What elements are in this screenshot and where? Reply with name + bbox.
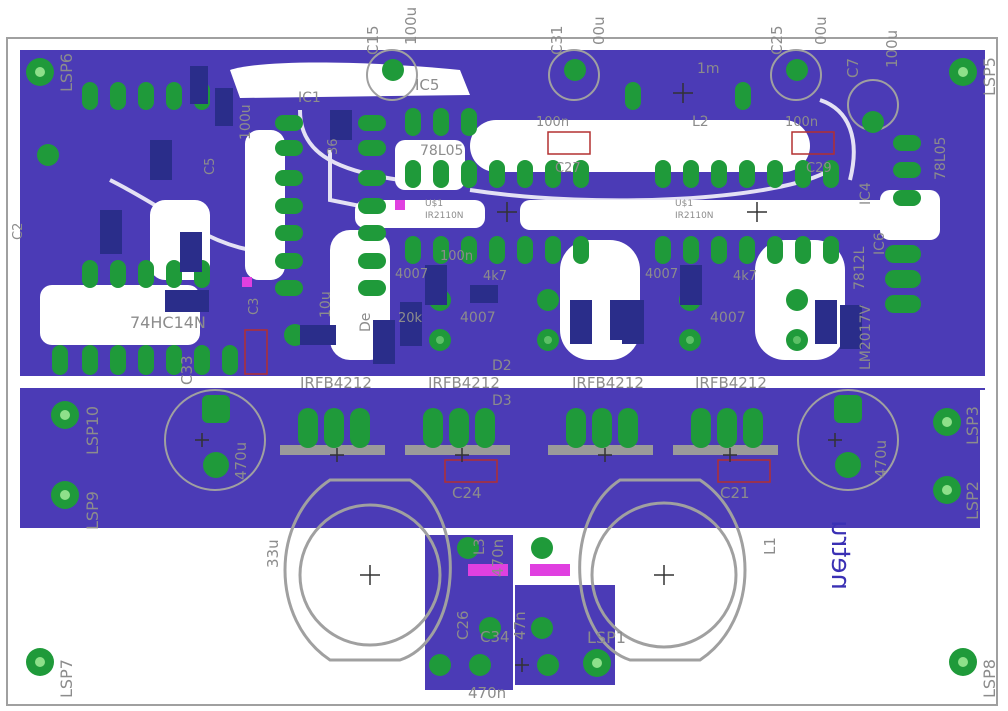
label-78l05-right: 78L05: [933, 137, 949, 180]
label-100n-top: 100n: [440, 249, 473, 264]
label-470n: 470n: [489, 539, 507, 577]
label-l2: L2: [692, 114, 709, 130]
label-diode-4: 4007: [395, 267, 428, 282]
pad-highlights: [436, 336, 801, 344]
label-d3: D3: [492, 393, 512, 409]
polarity-markers: [195, 433, 842, 672]
label-33u: 33u: [264, 539, 282, 568]
author-mark: netru: [825, 520, 855, 590]
label-74hc14n: 74HC14N: [130, 313, 206, 332]
label-c21: C21: [720, 484, 750, 502]
red-outline-boxes: [244, 131, 835, 483]
speaker-label-lsp9: LSP9: [83, 491, 102, 530]
label-u2: U$1: [675, 199, 693, 209]
label-lm2017v: LM2017V: [858, 304, 874, 370]
label-470n-bottom: 470n: [468, 684, 506, 702]
speaker-label-lsp8: LSP8: [980, 659, 999, 698]
label-ic1: IC1: [298, 90, 321, 106]
label-u1-part: IR2110N: [425, 211, 464, 221]
label-1m: 1m: [697, 61, 720, 77]
label-c31-val: 00u: [590, 16, 608, 45]
label-c33: C33: [178, 355, 196, 385]
transistor-bodies: [280, 445, 778, 455]
label-c26: C26: [454, 610, 472, 640]
speaker-label-lsp6: LSP6: [57, 53, 76, 92]
inductors: [283, 478, 747, 662]
label-l3: L3: [472, 538, 488, 555]
center-crosshairs: [360, 83, 767, 585]
label-u1: U$1: [425, 199, 443, 209]
transistor-pads: [298, 408, 763, 448]
label-c29: C29: [806, 161, 832, 176]
label-100n-a: 100n: [536, 115, 569, 130]
speaker-label-lsp5: LSP5: [980, 57, 999, 96]
label-c7-val: 100u: [883, 30, 901, 68]
label-c15: C15: [364, 25, 382, 55]
label-ic5: IC5: [415, 76, 439, 94]
speaker-pads: [26, 58, 977, 677]
label-c27: C27: [555, 161, 581, 176]
label-4k7-b: 4k7: [733, 269, 757, 284]
label-100u: 100u: [238, 104, 254, 140]
speaker-label-lsp3: LSP3: [963, 406, 982, 445]
speaker-label-lsp2: LSP2: [963, 481, 982, 520]
label-diode-3: 4007: [645, 267, 678, 282]
speaker-label-lsp7: LSP7: [57, 659, 76, 698]
label-de: De: [358, 313, 374, 332]
cap-pads: [37, 59, 884, 676]
smd-components: [100, 66, 862, 364]
transistor-label-1: IRFB4212: [300, 374, 372, 392]
label-c31: C31: [548, 25, 566, 55]
label-cap-right-val: 470u: [872, 440, 890, 478]
speaker-label-lsp1: LSP1: [587, 628, 626, 647]
label-d2: D2: [492, 358, 512, 374]
vias: [242, 200, 570, 576]
label-20k: 20k: [398, 311, 423, 326]
label-c34: C34: [480, 628, 510, 646]
label-c3: C3: [247, 298, 262, 315]
label-diode-1: 4007: [460, 310, 496, 326]
ic-pads: [52, 82, 921, 375]
label-ic4: IC4: [858, 182, 874, 205]
label-c24: C24: [452, 484, 482, 502]
label-36: 36: [326, 138, 341, 155]
transistor-label-2: IRFB4212: [428, 374, 500, 392]
label-c2: C2: [11, 223, 26, 240]
label-l1: L1: [761, 537, 779, 555]
label-u2-part: IR2110N: [675, 211, 714, 221]
label-10u: 10u: [318, 291, 334, 318]
label-c5: C5: [203, 158, 218, 175]
label-ic6: IC6: [872, 232, 888, 255]
label-c7: C7: [844, 58, 862, 78]
speaker-label-lsp10: LSP10: [83, 406, 102, 455]
transistor-label-4: IRFB4212: [695, 374, 767, 392]
label-cap-left-val: 470u: [232, 442, 250, 480]
label-c25: C25: [768, 25, 786, 55]
transistor-label-3: IRFB4212: [572, 374, 644, 392]
label-100n-b: 100n: [785, 115, 818, 130]
label-c15-val: 100u: [402, 7, 420, 45]
label-c25-val: 00u: [812, 16, 830, 45]
label-diode-2: 4007: [710, 310, 746, 326]
label-78l05: 78L05: [420, 143, 463, 159]
label-47n: 47n: [511, 611, 529, 640]
label-7812l: 7812L: [852, 246, 868, 290]
label-4k7-a: 4k7: [483, 269, 507, 284]
